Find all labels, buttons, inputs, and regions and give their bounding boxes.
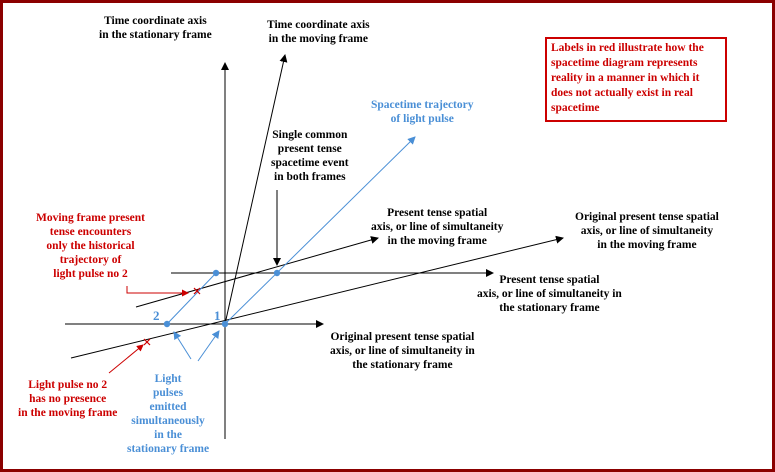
stationary-time-axis-label: Time coordinate axis in the stationary f…: [99, 15, 212, 41]
moving-original-spatial-axis-label: Original present tense spatial axis, or …: [575, 211, 719, 251]
pulses-emitted-pointer-2: [173, 331, 192, 360]
pulse2-no-presence-label: Light pulse no 2 has no presence in the …: [18, 379, 118, 419]
moving-present-spatial-axis-label: Present tense spatial axis, or line of s…: [371, 207, 504, 247]
red-x-marker-upper: [193, 287, 201, 295]
stationary-present-spatial-axis-label: Present tense spatial axis, or line of s…: [477, 274, 622, 314]
pulse-2-label: 2: [153, 308, 160, 323]
red-x-marker-lower: [143, 338, 151, 346]
light-trajectory-pulse-1: [224, 136, 416, 325]
pulse-1-label: 1: [214, 308, 221, 323]
moving-encounters-pointer: [126, 286, 189, 297]
moving-encounters-label: Moving frame present tense encounters on…: [36, 212, 146, 280]
moving-time-axis: [224, 54, 288, 325]
no-presence-pointer: [108, 344, 144, 374]
moving-time-axis-label: Time coordinate axis in the moving frame: [267, 19, 370, 45]
event-point-1: [221, 320, 229, 328]
light-trajectory-label: Spacetime trajectory of light pulse: [371, 99, 474, 125]
stationary-original-spatial-axis-label: Original present tense spatial axis, or …: [330, 331, 475, 371]
event-point-pulse2-present: [212, 269, 220, 277]
pulses-emitted-label: Light pulses emitted simultaneously in t…: [127, 373, 210, 455]
common-event-label: Single common present tense spacetime ev…: [271, 129, 349, 183]
event-point-common: [273, 269, 281, 277]
moving-original-spatial-axis: [70, 235, 564, 359]
red-labels-note: Labels in red illustrate how the spaceti…: [545, 37, 727, 122]
moving-present-spatial-axis: [135, 236, 379, 308]
event-point-2: [163, 320, 171, 328]
spacetime-diagram: [65, 54, 564, 439]
light-trajectory-pulse-2: [166, 272, 217, 325]
pulses-emitted-pointer-1: [197, 330, 220, 362]
